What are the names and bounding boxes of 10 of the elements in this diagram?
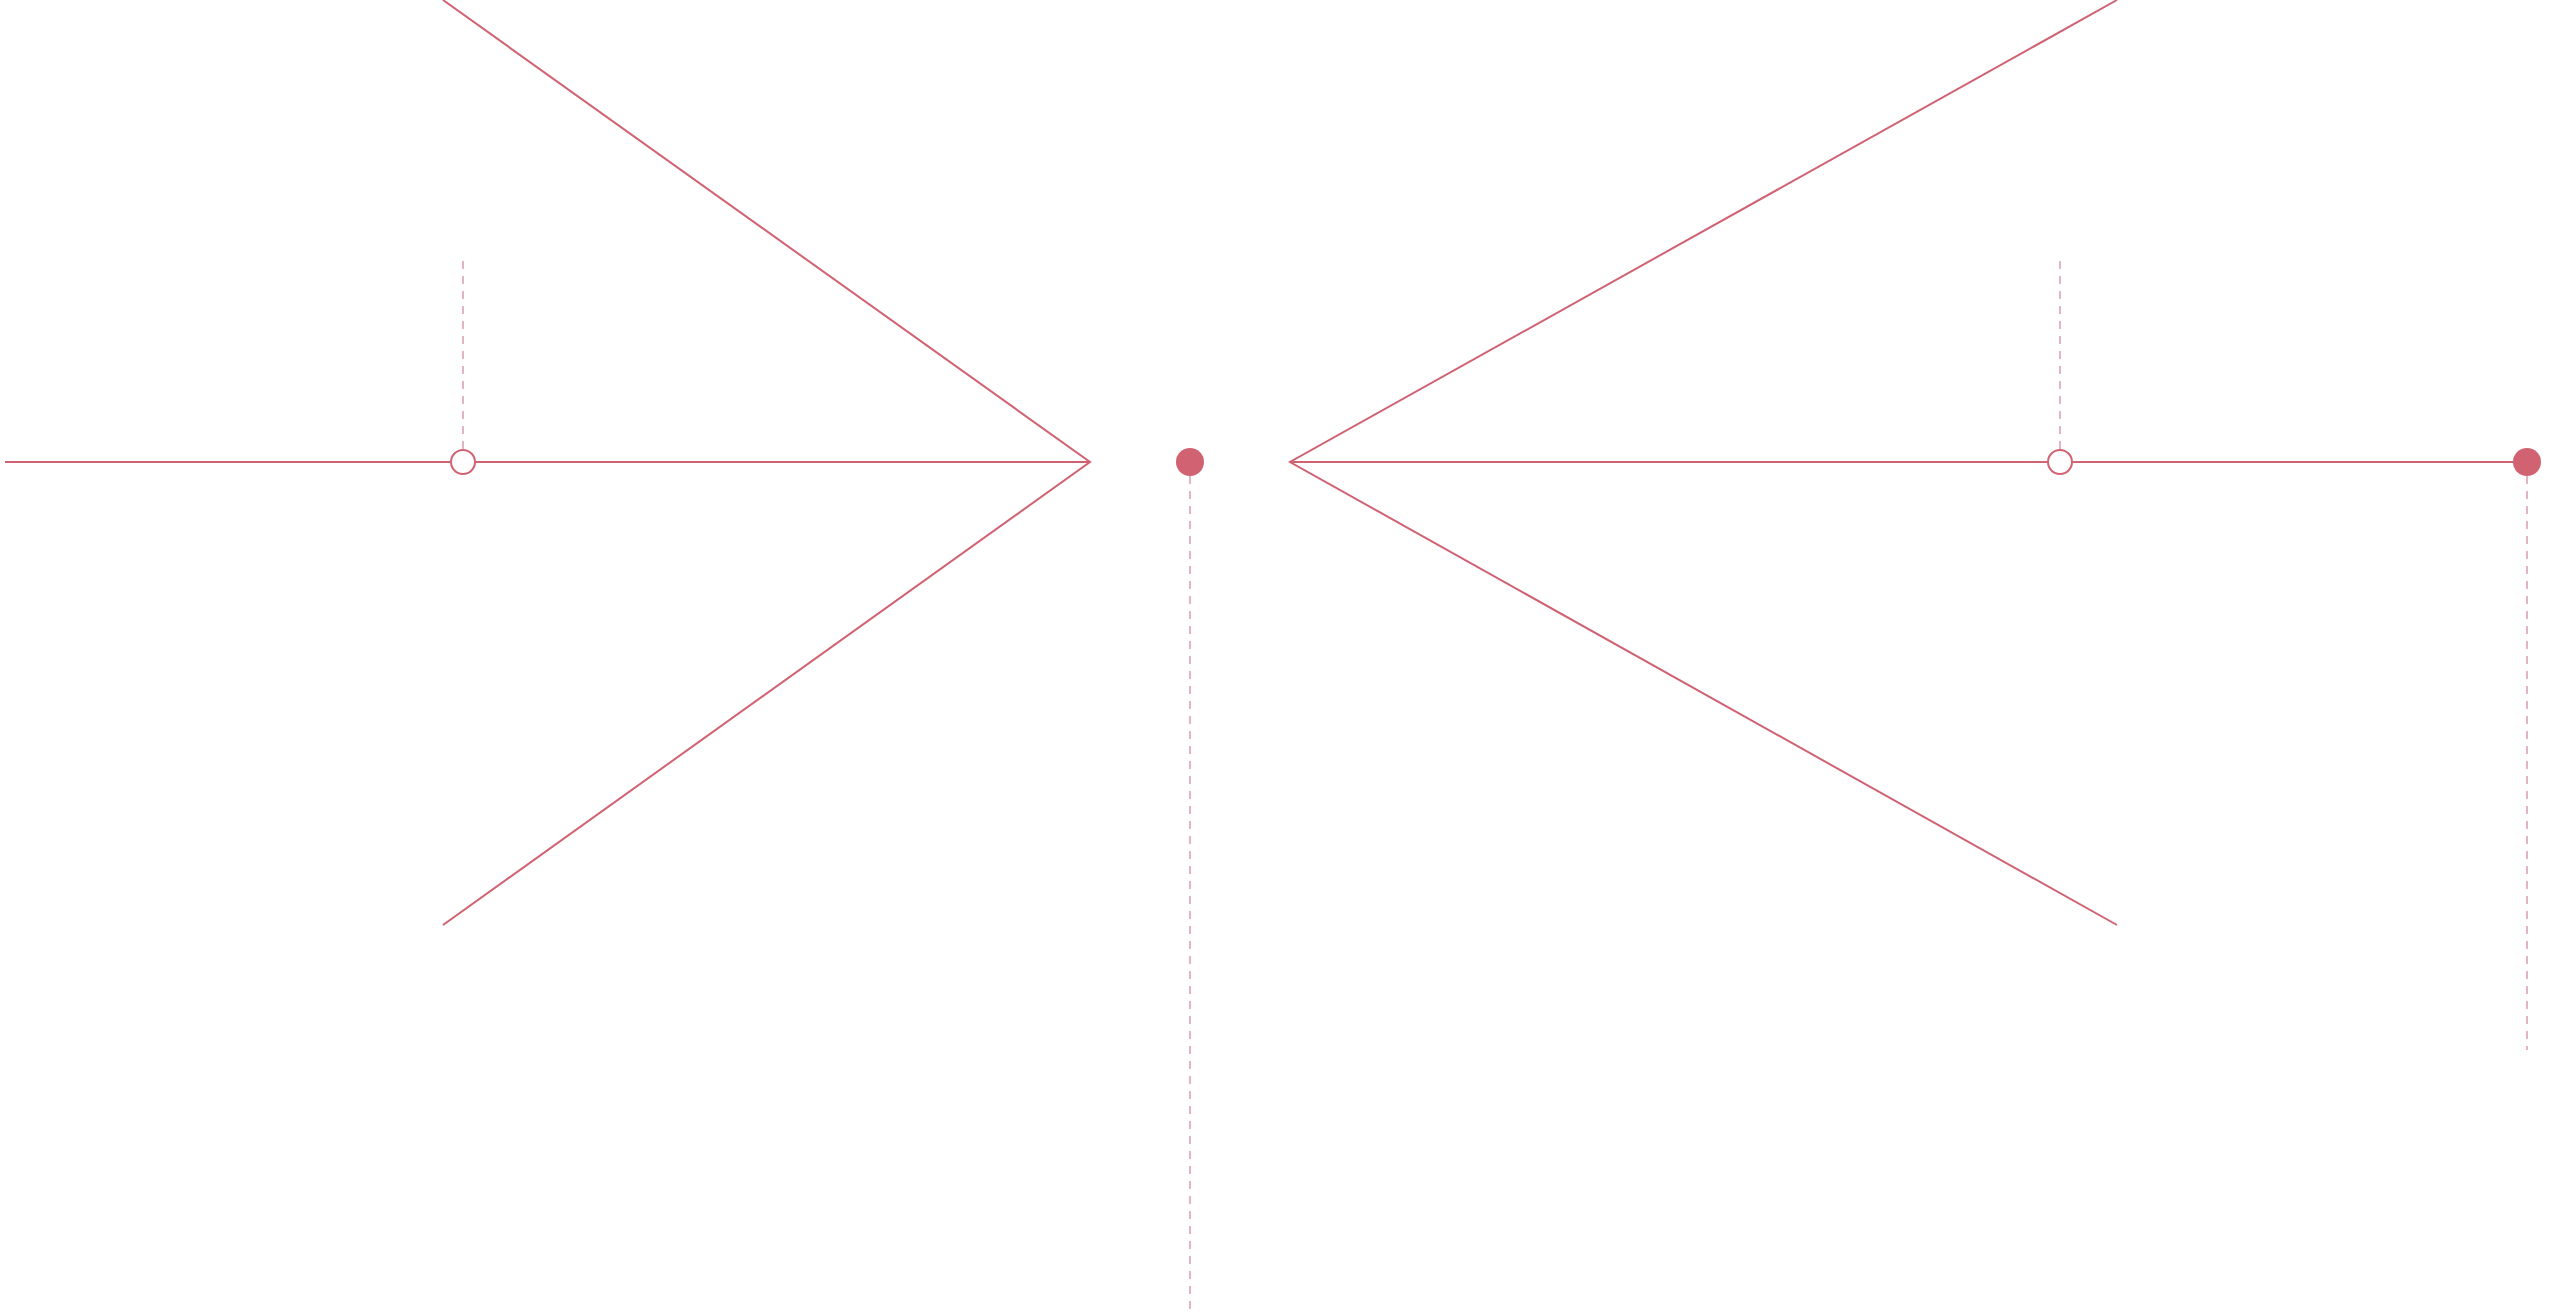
dashed-line <box>2526 475 2528 1051</box>
dashed-line <box>1189 475 1191 1311</box>
line <box>2072 461 2514 463</box>
line <box>4 461 451 463</box>
line <box>1289 461 2048 463</box>
hollow-circle-marker <box>450 449 476 475</box>
hollow-circle-marker <box>2047 449 2073 475</box>
filled-circle-marker <box>1176 448 1204 476</box>
line <box>475 461 1091 463</box>
filled-circle-marker <box>2513 448 2541 476</box>
